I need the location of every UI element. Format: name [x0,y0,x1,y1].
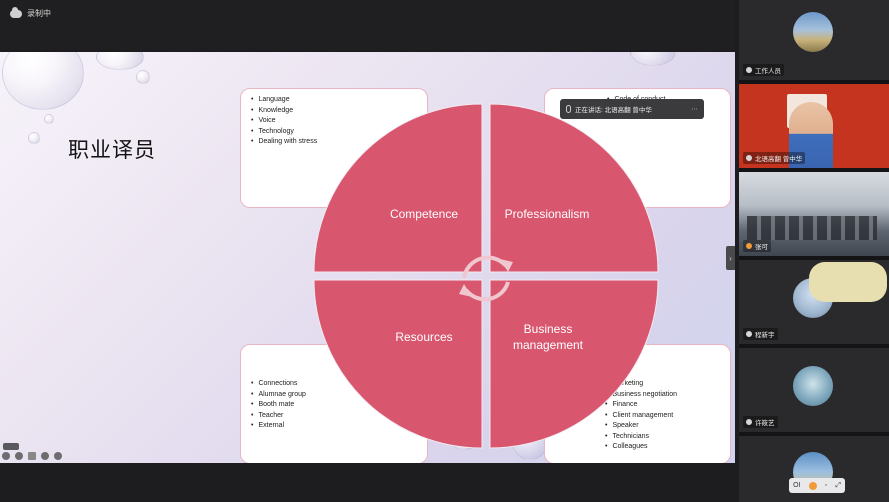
slide-thumbnail-toggle[interactable] [3,443,19,450]
list-item: Voice [251,116,417,127]
annotation-toolbar [2,452,62,460]
cycle-arc-bottom [464,281,510,302]
microphone-icon [746,331,752,337]
cycle-arrowhead [459,284,472,297]
quadrant-label-business-line1: Business [523,322,573,336]
microphone-icon[interactable]: ◦ [824,482,828,489]
cycle-arrowhead [500,259,513,272]
list-item: Client management [605,411,720,422]
cycle-arrows-icon [459,255,513,302]
list-item: Finance [605,400,720,411]
microphone-icon [746,67,752,73]
caption-text: 正在讲话: 北语高翻 曾中华 [575,107,652,114]
pen-icon[interactable] [15,452,23,460]
record-icon[interactable] [808,481,817,490]
list-item: Marketing [605,379,720,390]
decorative-bubble [28,132,40,144]
settings-icon[interactable] [54,452,62,460]
list-item: Dealing with stress [251,137,417,148]
shared-slide: 职业译员 Language Knowledge Voice Technology… [0,52,735,463]
decorative-bubble [136,70,150,84]
participant-name: 程新宇 [743,328,778,340]
expand-icon[interactable]: ⤢ [835,481,841,489]
list-item: Business negotiation [605,390,720,401]
microphone-icon [746,243,752,249]
card-competence-list: Language Knowledge Voice Technology Deal… [251,95,417,148]
card-resources-list: Connections Alumnae group Booth mate Tea… [251,379,417,432]
list-item: Alumnae group [251,390,417,401]
decorative-bubble [2,52,84,110]
quadrant-label-competence: Competence [389,207,459,221]
list-item: Teacher [251,411,417,422]
quadrant-professionalism [489,103,659,273]
pointer-icon[interactable] [2,452,10,460]
participant-tile[interactable]: 工作人员 [739,0,889,80]
participant-tile[interactable]: 张可 [739,172,889,256]
card-business-list: Marketing Business negotiation Finance C… [605,379,720,453]
cycle-arc-top [462,255,508,279]
avatar [793,366,833,406]
list-item: Knowledge [251,106,417,117]
layout-icon[interactable] [28,452,36,460]
collapse-sidebar-button[interactable]: › [726,246,735,270]
controls-label[interactable]: OI [793,482,801,489]
quadrant-label-resources: Resources [395,330,453,344]
microphone-icon [566,105,571,113]
avatar [789,102,833,168]
decorative-bubble [44,114,54,124]
cloud-icon [10,6,22,18]
quadrant-competence [313,103,483,273]
media-controls: OI ◦ ⤢ [789,478,845,493]
list-item: Speaker [605,421,720,432]
participant-panel: 工作人员 北语高翻 曾中华 张可 程新宇 许筱艺 [739,0,889,502]
list-item: Language [251,95,417,106]
quadrant-label-business: Business management [496,321,600,353]
participant-tile[interactable]: 许筱艺 [739,348,889,432]
participant-tile[interactable]: 程新宇 [739,260,889,344]
participant-name: 许筱艺 [743,416,778,428]
sticker-image [809,262,887,302]
list-item: Colleagues [605,442,720,453]
quadrant-business-management [489,279,659,449]
list-item: Technicians [605,432,720,443]
list-item: Connections [251,379,417,390]
slide-title: 职业译员 [68,138,156,162]
top-bar: 录制中 [0,0,735,50]
speaking-caption[interactable]: 正在讲话: 北语高翻 曾中华 ⋯ [560,99,704,119]
avatar [793,12,833,52]
quadrant-resources [313,279,483,449]
quadrant-label-business-line2: management [512,338,584,352]
quadrant-label-professionalism: Professionalism [504,207,590,221]
microphone-icon [746,155,752,161]
participant-name: 北语高翻 曾中华 [743,152,806,164]
list-item: Technology [251,127,417,138]
classroom-video [747,216,877,240]
recording-label: 录制中 [27,9,51,18]
participant-name: 工作人员 [743,64,784,76]
participant-name: 张可 [743,240,771,252]
more-icon[interactable]: ⋯ [691,106,698,113]
participant-tile[interactable]: 北语高翻 曾中华 [739,84,889,168]
quadrant-diagram [313,103,659,449]
microphone-icon [746,419,752,425]
recording-indicator[interactable]: 录制中 [10,6,51,19]
list-item: External [251,421,417,432]
globe-icon[interactable] [41,452,49,460]
list-item: Booth mate [251,400,417,411]
